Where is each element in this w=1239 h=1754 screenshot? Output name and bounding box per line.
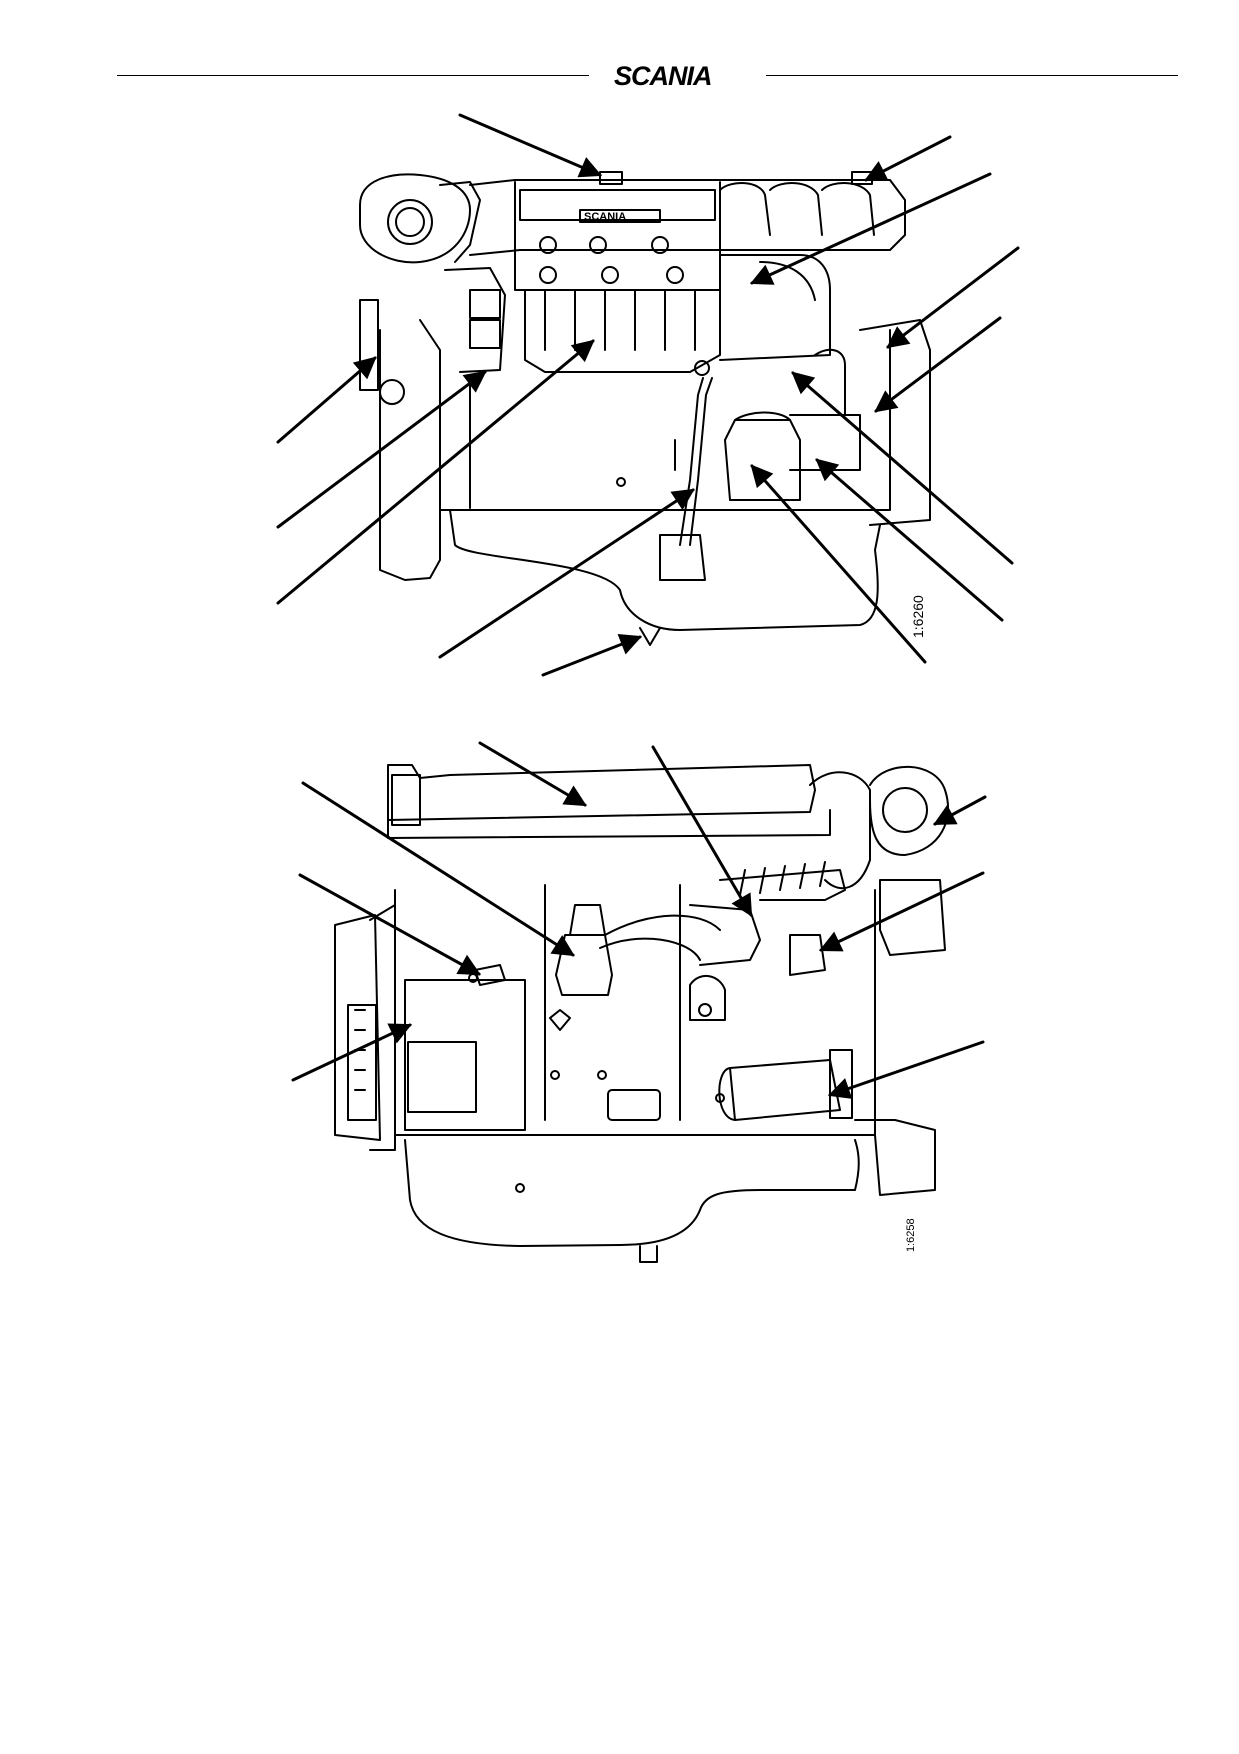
svg-text:SCANIA: SCANIA [584,211,626,223]
engine-drawing-bottom [334,764,950,1263]
callout-arrows-top [276,113,1020,677]
figure-code-bottom: 1:6258 [905,1218,917,1252]
brand-logo: SCANIA [614,60,744,91]
header-rule-left [117,75,589,76]
brand-logo-text: SCANIA [614,61,712,90]
header-rule-right [766,75,1178,76]
callout-arrows-bottom [291,741,987,1099]
